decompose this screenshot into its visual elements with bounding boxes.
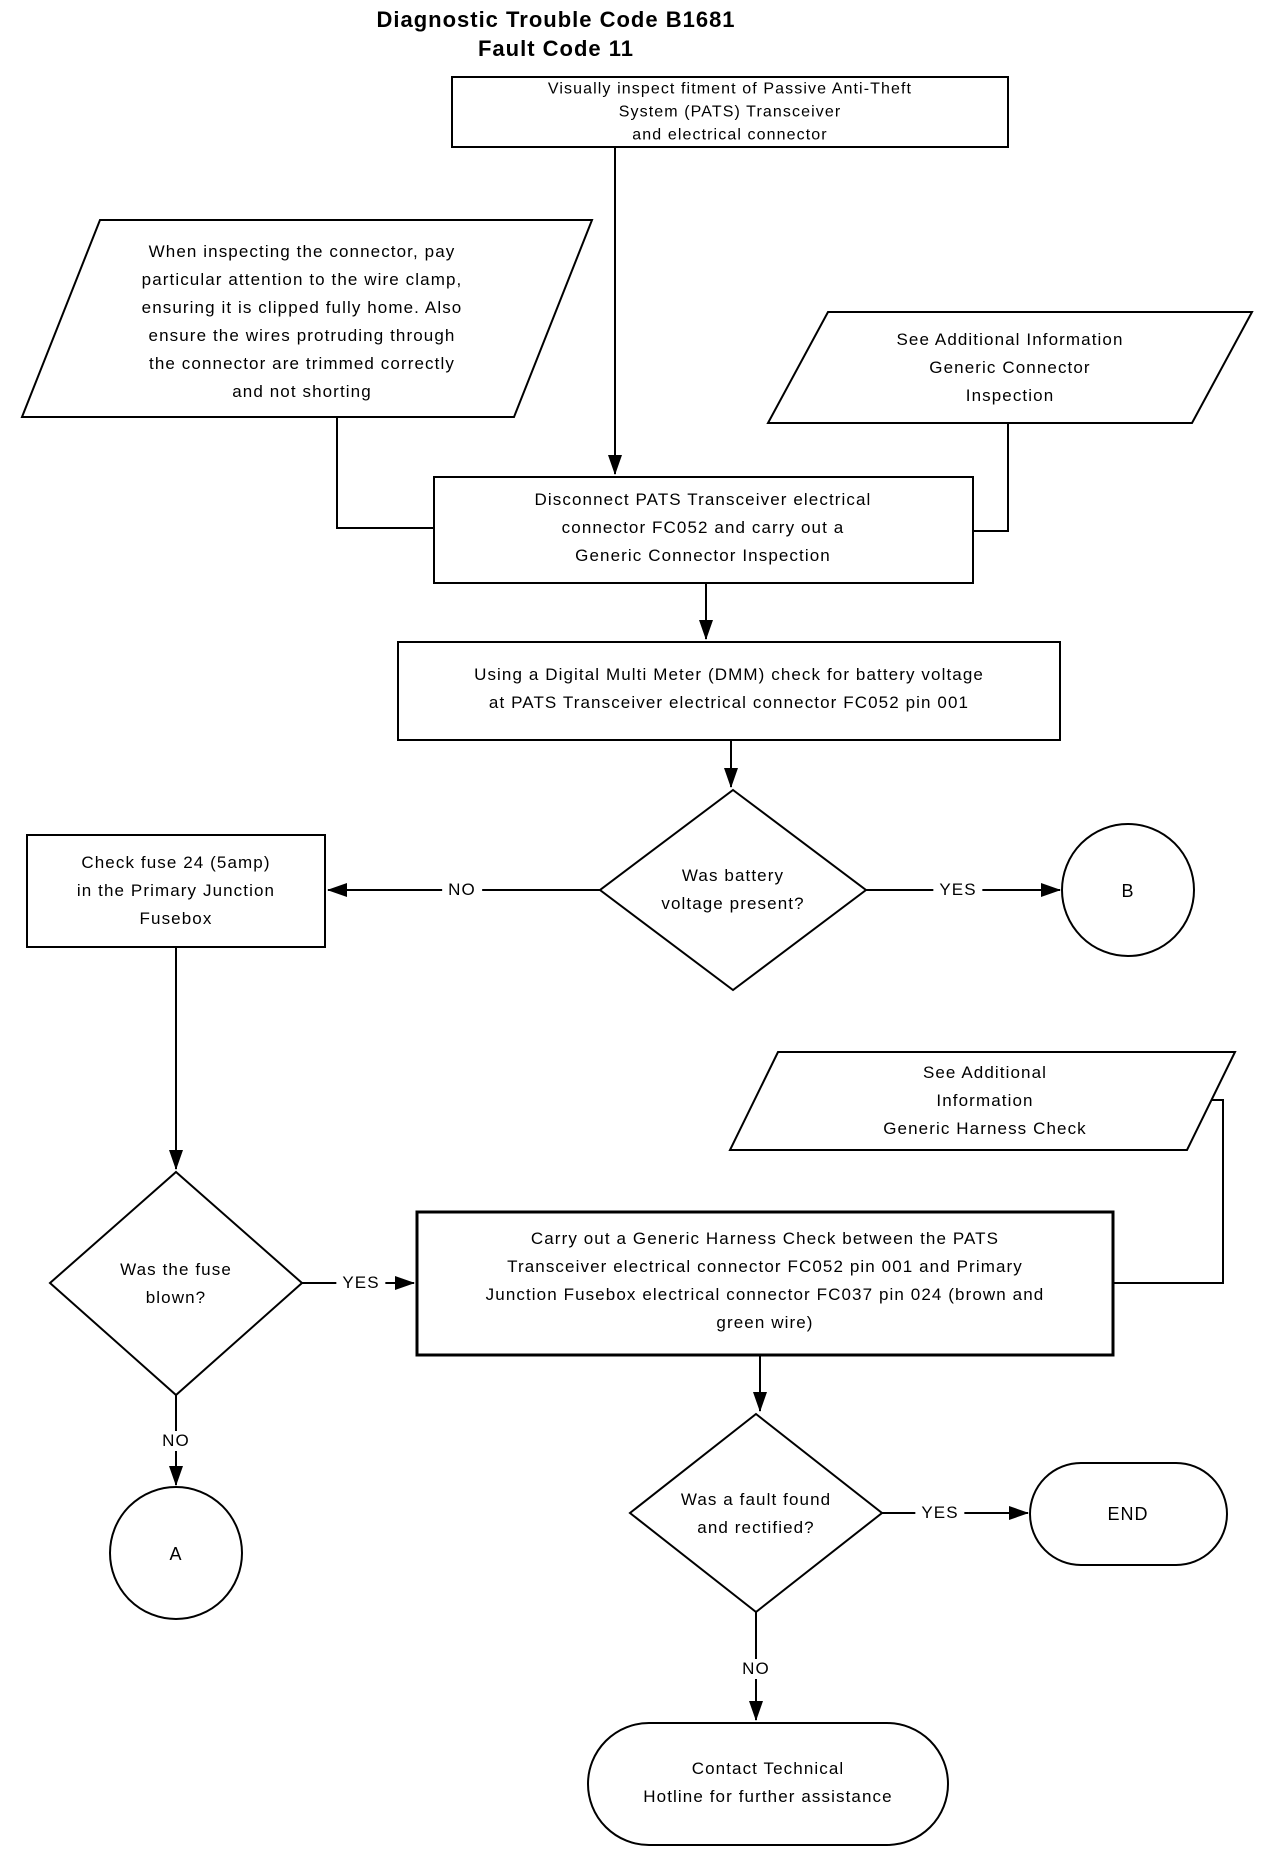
node-text-harness-check-ref: See Additional Information Generic Harne… [883,1063,1087,1138]
node-text-check-fuse: Check fuse 24 (5amp) in the Primary Junc… [76,853,276,928]
process-box-inspect-fitment [451,76,1009,148]
connector-harnessref-to-harnesscheck [1114,1099,1224,1284]
reference-parallelogram-connector-inspection [766,311,1254,424]
process-box-harness-check [415,1210,1115,1357]
connector-wireclamp-to-disconnect [336,417,433,529]
page-title: Diagnostic Trouble Code B1681 Fault Code… [376,7,736,61]
node-text-wire-clamp-note: When inspecting the connector, pay parti… [141,242,463,401]
node-text-connector-inspection-ref: See Additional Information Generic Conne… [896,330,1124,405]
node-text-fuse-blown-decision: Was the fuse blown? [120,1260,232,1307]
node-text-contact-hotline: Contact Technical Hotline for further as… [643,1759,893,1806]
reference-parallelogram-wire-clamp [20,219,594,418]
edge-label-battery-yes: YES [933,880,983,900]
node-text-dmm-check: Using a Digital Multi Meter (DMM) check … [474,665,984,712]
process-box-dmm-check [397,641,1061,741]
offpage-connector-a-circle [109,1486,243,1620]
terminator-hotline-shape [587,1722,949,1846]
connector-inspectionref-to-disconnect [974,423,1009,532]
node-text-end-terminal: END [1107,1504,1149,1524]
process-box-disconnect-connector [433,476,974,584]
node-text-offpage-a: A [169,1544,183,1564]
process-box-check-fuse [26,834,326,948]
node-text-offpage-b: B [1121,881,1135,901]
node-text-disconnect-connector: Disconnect PATS Transceiver electrical c… [534,490,872,565]
decision-diamond-battery-voltage [598,788,868,992]
decision-diamond-fault-found [628,1412,884,1614]
decision-diamond-fuse-blown [48,1170,304,1397]
edge-label-fuse-no: NO [156,1431,196,1451]
offpage-connector-b-circle [1061,823,1195,957]
edge-label-fuse-yes: YES [336,1273,386,1293]
reference-parallelogram-harness-check [728,1051,1237,1151]
edge-label-battery-no: NO [442,880,482,900]
edge-label-fault-yes: YES [915,1503,965,1523]
node-text-battery-voltage-decision: Was battery voltage present? [661,866,805,913]
node-text-fault-found-decision: Was a fault found and rectified? [680,1490,832,1537]
edge-label-fault-no: NO [736,1659,776,1679]
terminator-end-shape [1029,1462,1228,1566]
node-text-harness-check: Carry out a Generic Harness Check betwee… [485,1229,1045,1332]
node-text-inspect-fitment: Visually inspect fitment of Passive Anti… [547,80,913,144]
